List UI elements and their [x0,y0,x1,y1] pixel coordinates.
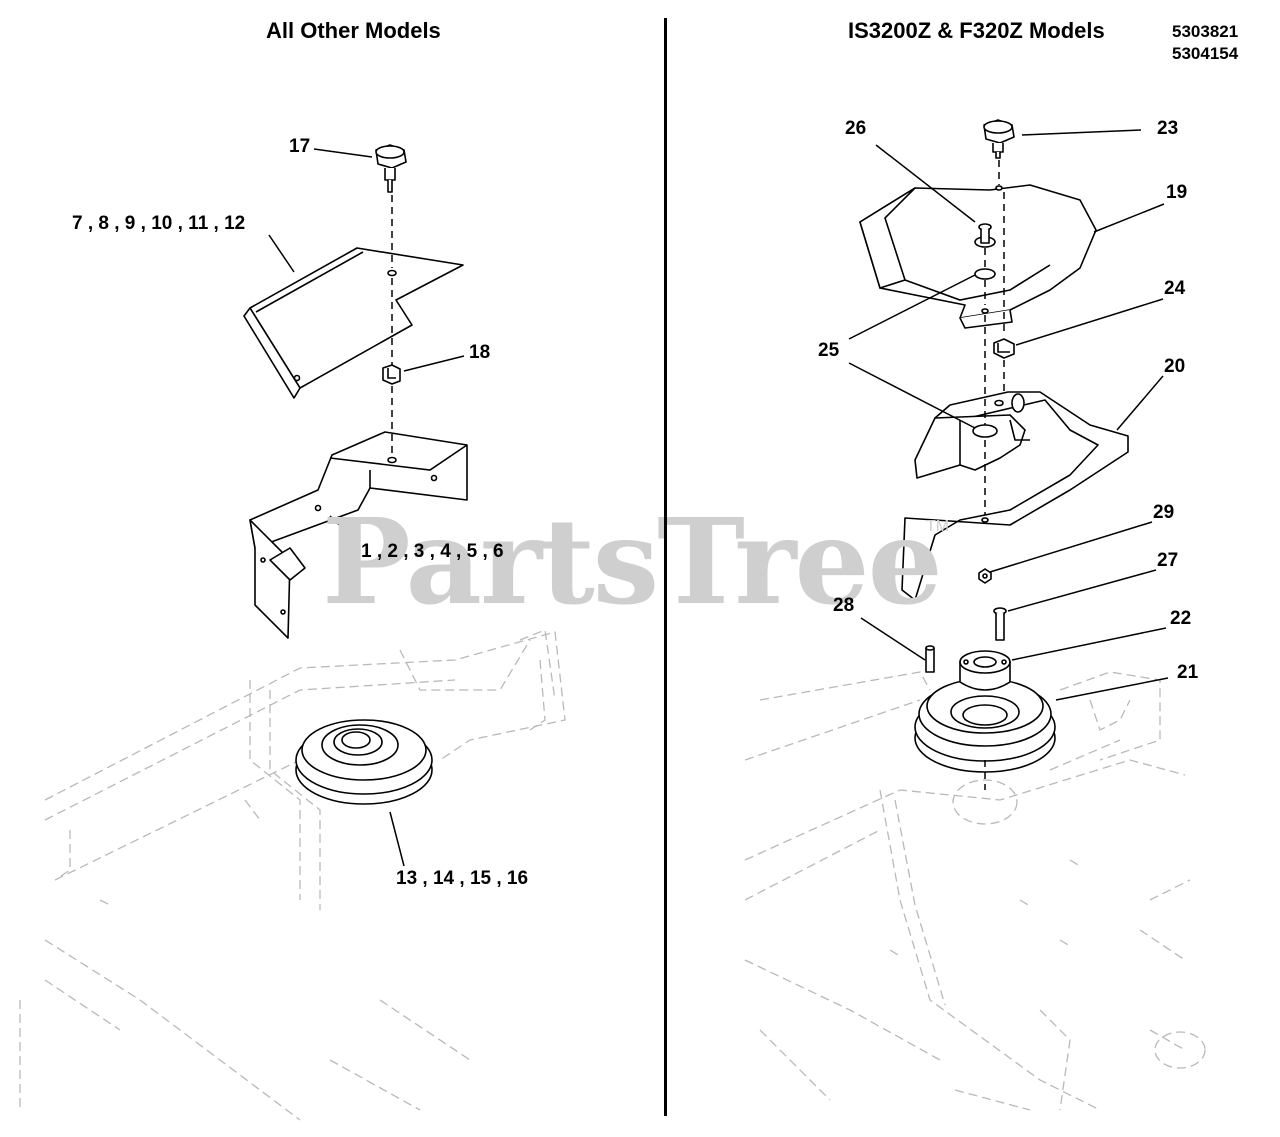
callout-28: 28 [833,595,855,616]
left-leaders [268,148,465,867]
right-bolt [993,607,1007,641]
left-deck-outline [19,629,566,1121]
right-hub [959,650,1011,691]
callout-26: 26 [845,118,867,139]
right-deck-outline [744,671,1206,1111]
callout-22: 22 [1170,608,1192,629]
right-panel-title: IS3200Z & F320Z Models [848,18,1105,43]
callout-18: 18 [469,342,491,363]
right-bolt-26 [978,223,992,244]
watermark: PartsTree [322,492,943,631]
callout-24: 24 [1164,278,1186,299]
right-pulley [914,678,1056,773]
callout-23: 23 [1157,118,1179,139]
part-number: 5303821 [1172,22,1239,41]
panel-divider [664,18,667,1116]
right-pin [925,645,935,673]
left-lower-bracket [249,431,468,639]
callout-25: 25 [818,340,840,361]
left-knob [375,144,407,193]
callout-13-16: 13 , 14 , 15 , 16 [396,868,529,889]
callout-19: 19 [1166,182,1188,203]
left-pulley [295,719,433,805]
callout-7-12: 7 , 8 , 9 , 10 , 11 , 12 [72,213,246,234]
left-cover-plate [243,247,464,399]
callout-1-6: 1 , 2 , 3 , 4 , 5 , 6 [361,541,504,562]
left-panel-title: All Other Models [266,18,441,43]
watermark-trademark: TM [926,518,950,535]
right-nut [978,568,992,584]
callout-21: 21 [1177,662,1199,683]
right-clip [993,338,1015,359]
callout-20: 20 [1164,356,1186,377]
right-knob [983,119,1015,159]
right-upper-chute [859,184,1097,329]
callout-17: 17 [289,136,311,157]
callout-29: 29 [1153,502,1175,523]
part-number: 5304154 [1172,44,1239,63]
right-leaders [848,129,1169,701]
left-clip-nut [382,364,401,385]
callout-27: 27 [1157,550,1179,571]
